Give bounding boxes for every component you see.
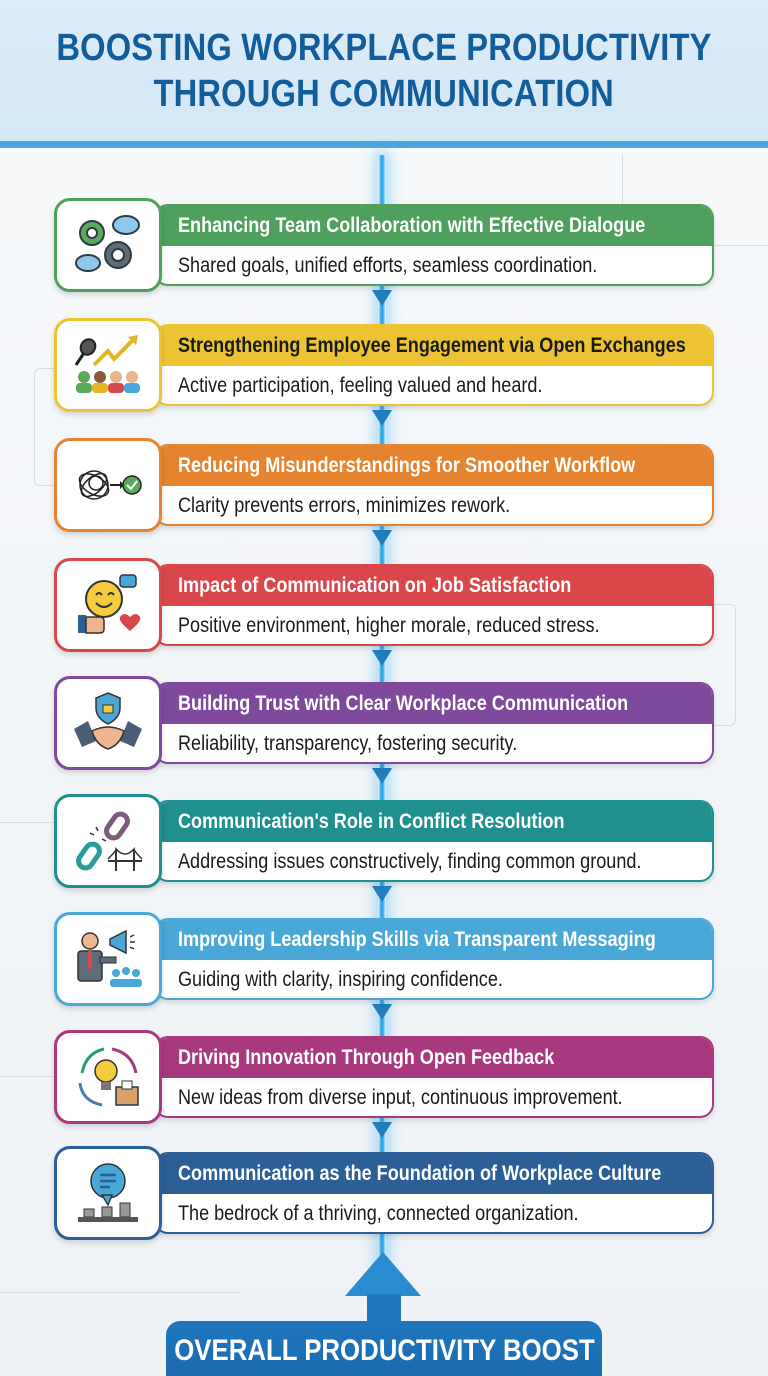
tangle-to-checkmark-icon — [54, 438, 162, 532]
down-arrow-icon — [372, 650, 392, 666]
lightbulb-cycle-icon — [54, 1030, 162, 1124]
step-title: Driving Innovation Through Open Feedback — [156, 1038, 712, 1078]
step-title: Reducing Misunderstandings for Smoother … — [156, 446, 712, 486]
step-card: Communication as the Foundation of Workp… — [54, 1146, 714, 1240]
down-arrow-icon — [372, 768, 392, 784]
decorative-line — [622, 155, 623, 245]
page-header: BOOSTING WORKPLACE PRODUCTIVITY THROUGH … — [0, 0, 768, 148]
step-description: Guiding with clarity, inspiring confiden… — [178, 968, 503, 991]
up-arrow-stem — [367, 1294, 401, 1324]
step-description: Positive environment, higher morale, red… — [178, 614, 600, 637]
step-description: Active participation, feeling valued and… — [178, 374, 543, 397]
step-card: Improving Leadership Skills via Transpar… — [54, 912, 714, 1006]
step-body: Improving Leadership Skills via Transpar… — [154, 918, 714, 1000]
step-title: Enhancing Team Collaboration with Effect… — [156, 206, 712, 246]
step-description: Reliability, transparency, fostering sec… — [178, 732, 518, 755]
step-body: Enhancing Team Collaboration with Effect… — [154, 204, 714, 286]
step-title: Communication as the Foundation of Workp… — [156, 1154, 712, 1194]
up-arrow-icon — [345, 1252, 421, 1296]
result-label: OVERALL PRODUCTIVITY BOOST — [173, 1334, 595, 1367]
leader-megaphone-icon — [54, 912, 162, 1006]
step-card: Building Trust with Clear Workplace Comm… — [54, 676, 714, 770]
step-title: Strengthening Employee Engagement via Op… — [156, 326, 712, 366]
down-arrow-icon — [372, 290, 392, 306]
step-card: Reducing Misunderstandings for Smoother … — [54, 438, 714, 532]
gears-speech-bubbles-icon — [54, 198, 162, 292]
page-title-line-2: THROUGH COMMUNICATION — [153, 72, 615, 115]
result-banner: OVERALL PRODUCTIVITY BOOST — [166, 1321, 602, 1376]
down-arrow-icon — [372, 1004, 392, 1020]
step-body: Building Trust with Clear Workplace Comm… — [154, 682, 714, 764]
speech-bubble-foundation-icon — [54, 1146, 162, 1240]
step-card: Communication's Role in Conflict Resolut… — [54, 794, 714, 888]
step-description: Clarity prevents errors, minimizes rewor… — [178, 494, 511, 517]
step-body: Communication's Role in Conflict Resolut… — [154, 800, 714, 882]
step-description: Addressing issues constructively, findin… — [178, 850, 642, 873]
step-body: Communication as the Foundation of Workp… — [154, 1152, 714, 1234]
step-body: Driving Innovation Through Open Feedback… — [154, 1036, 714, 1118]
step-description: New ideas from diverse input, continuous… — [178, 1086, 623, 1109]
step-card: Strengthening Employee Engagement via Op… — [54, 318, 714, 412]
page-title-line-1: BOOSTING WORKPLACE PRODUCTIVITY — [56, 26, 712, 69]
step-title: Communication's Role in Conflict Resolut… — [156, 802, 712, 842]
step-body: Strengthening Employee Engagement via Op… — [154, 324, 714, 406]
down-arrow-icon — [372, 1122, 392, 1138]
step-title: Building Trust with Clear Workplace Comm… — [156, 684, 712, 724]
step-card: Driving Innovation Through Open Feedback… — [54, 1030, 714, 1124]
down-arrow-icon — [372, 530, 392, 546]
decorative-line — [0, 1076, 54, 1077]
step-body: Reducing Misunderstandings for Smoother … — [154, 444, 714, 526]
down-arrow-icon — [372, 886, 392, 902]
broken-chain-bridge-icon — [54, 794, 162, 888]
step-card: Impact of Communication on Job Satisfact… — [54, 558, 714, 652]
step-card: Enhancing Team Collaboration with Effect… — [54, 198, 714, 292]
step-title: Impact of Communication on Job Satisfact… — [156, 566, 712, 606]
step-title: Improving Leadership Skills via Transpar… — [156, 920, 712, 960]
step-description: Shared goals, unified efforts, seamless … — [178, 254, 598, 277]
step-body: Impact of Communication on Job Satisfact… — [154, 564, 714, 646]
decorative-line — [34, 368, 54, 486]
decorative-line — [714, 604, 736, 726]
down-arrow-icon — [372, 410, 392, 426]
decorative-line — [0, 1292, 240, 1293]
step-description: The bedrock of a thriving, connected org… — [178, 1202, 579, 1225]
microphone-growth-people-icon — [54, 318, 162, 412]
handshake-shield-icon — [54, 676, 162, 770]
smiley-thumbs-up-heart-icon — [54, 558, 162, 652]
decorative-line — [0, 822, 54, 823]
